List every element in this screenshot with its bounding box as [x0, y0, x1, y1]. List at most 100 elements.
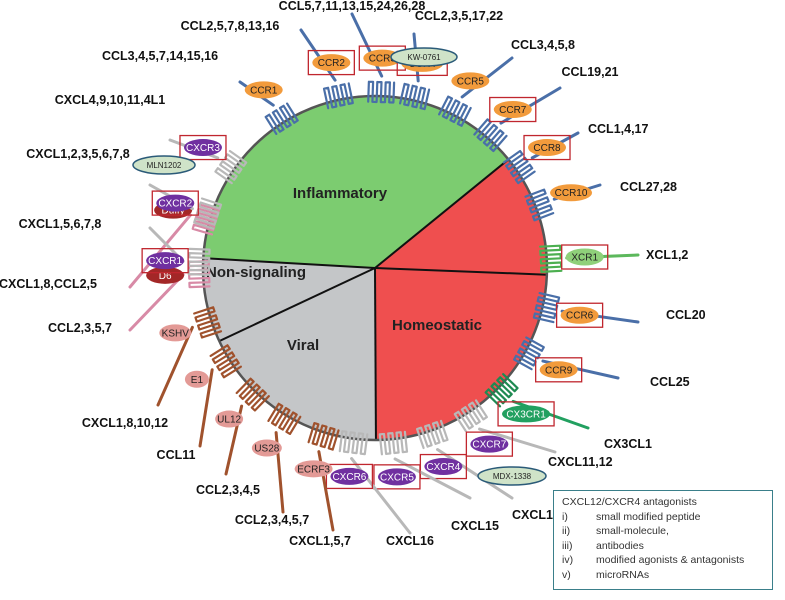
receptor-label: CXCR2	[158, 199, 192, 210]
receptor-oval	[156, 194, 195, 212]
receptor-oval	[215, 410, 244, 428]
ligand-connector	[350, 12, 384, 78]
transmembrane-coil	[307, 422, 340, 451]
receptor-oval	[183, 139, 222, 157]
receptor-oval	[451, 72, 490, 90]
ligand-label: CCL25	[650, 375, 690, 389]
antagonist-legend: CXCL12/CXCR4 antagonists i) small modifi…	[553, 490, 773, 590]
legend-item: i) small modified peptide	[562, 510, 766, 525]
receptor-label: CCR3	[369, 54, 397, 65]
receptor-label: CCR1	[250, 85, 278, 96]
transmembrane-coil	[484, 373, 519, 408]
ligand-label: CXCL16	[386, 534, 434, 548]
transmembrane-coil	[214, 149, 248, 185]
ligand-label: CXCL1,5,6,7,8	[19, 217, 102, 231]
transmembrane-coil	[438, 95, 472, 127]
divider-line	[374, 267, 377, 440]
receptor-label: CCR6	[566, 311, 594, 322]
legend-item-text: small modified peptide	[596, 510, 701, 523]
receptor-label: CX3CR1	[506, 409, 546, 420]
receptor-oval	[470, 435, 509, 453]
transmembrane-coil	[513, 336, 545, 371]
receptor-label: D6	[159, 271, 172, 282]
legend-title: CXCL12/CXCR4 antagonists	[562, 496, 697, 508]
ligand-label: CCL5,7,11,13,15,24,26,28	[279, 0, 426, 13]
receptor-oval	[424, 458, 463, 476]
receptor-oval	[251, 439, 282, 457]
receptor-highlight-box	[561, 244, 609, 270]
transmembrane-coil	[187, 247, 211, 276]
ligand-label: CCL2,3,4,5	[196, 483, 260, 497]
legend-item-number: v)	[562, 568, 571, 581]
ligand-label: CXCL12	[512, 508, 560, 522]
legend-item: ii) small-molecule,	[562, 524, 766, 539]
legend-item-number: ii)	[562, 525, 571, 537]
ligand-label: XCL1,2	[646, 248, 688, 262]
receptor-cxcr2: CXCR2 CXCL1,2,3,5,6,7,8	[26, 147, 223, 230]
receptor-label: CCR7	[499, 105, 527, 116]
ligand-connector	[198, 368, 214, 448]
legend-item-text: antibodies	[596, 539, 644, 552]
ligand-label: CXCL1,2,3,5,6,7,8	[26, 147, 130, 161]
svg-text:KW-0761: KW-0761	[407, 53, 441, 62]
ligand-label: CCL1,4,17	[588, 122, 648, 136]
transmembrane-coil	[264, 102, 299, 135]
transmembrane-coil	[267, 402, 302, 435]
ligand-connector	[156, 325, 194, 407]
legend-item-number: iv)	[562, 554, 574, 566]
receptor-oval	[493, 101, 532, 119]
receptor-label: CXCR6	[332, 472, 366, 483]
receptor-label: CXCR5	[380, 472, 414, 483]
receptor-label: E1	[191, 375, 204, 386]
receptor-label: CCR5	[457, 76, 485, 87]
ligand-label: CCL11	[157, 448, 196, 462]
receptor-highlight-box	[555, 302, 604, 328]
receptor-label: XCR1	[571, 253, 598, 264]
transmembrane-coil	[539, 244, 563, 273]
transmembrane-coil	[193, 306, 223, 339]
svg-text:MDX-1338: MDX-1338	[493, 472, 532, 481]
receptor-highlight-box	[325, 463, 374, 490]
divider-line	[374, 267, 547, 276]
transmembrane-coil	[453, 399, 488, 432]
receptor-oval	[502, 405, 551, 423]
receptor-highlight-box	[497, 401, 555, 427]
receptor-ccr3: CCR3 CCL5,7,11,13,15,24,26,28	[279, 0, 426, 104]
receptor-highlight-box	[151, 190, 199, 216]
receptor-label: UL12	[217, 415, 241, 426]
transmembrane-coil	[378, 430, 409, 456]
legend-item-text: modified agonists & antagonists	[596, 554, 745, 566]
ligand-label: CXCL1,8,10,12	[82, 416, 168, 430]
ligand-label: CXCL11,12	[548, 455, 613, 469]
legend-item: iv) modified agonists & antagonists	[562, 553, 766, 568]
ligand-label: CCL2,3,5,17,22	[415, 9, 503, 23]
receptor-label: CCR2	[318, 58, 346, 69]
transmembrane-coil	[209, 344, 242, 379]
receptor-label: CCR10	[555, 188, 588, 199]
transmembrane-coil	[367, 80, 396, 104]
receptor-label: CCR8	[533, 143, 561, 154]
ligand-connector	[128, 273, 185, 332]
antagonist-kw0761: KW-0761	[390, 47, 458, 67]
ligand-label: CXCL15	[451, 519, 499, 533]
ligand-label: CXCL1,5,7	[289, 534, 351, 548]
receptor-label: US28	[254, 444, 279, 455]
segment-label-inflammatory: Inflammatory	[293, 185, 388, 202]
legend-item: iii) antibodies	[562, 539, 766, 554]
segment-non-signaling	[203, 258, 375, 355]
receptor-oval	[565, 248, 604, 266]
transmembrane-coil	[322, 82, 354, 110]
receptor-label: CXCR7	[472, 440, 506, 451]
receptor-label: CXCR4	[426, 462, 460, 473]
antagonist-mln1202: MLN1202	[132, 155, 196, 175]
